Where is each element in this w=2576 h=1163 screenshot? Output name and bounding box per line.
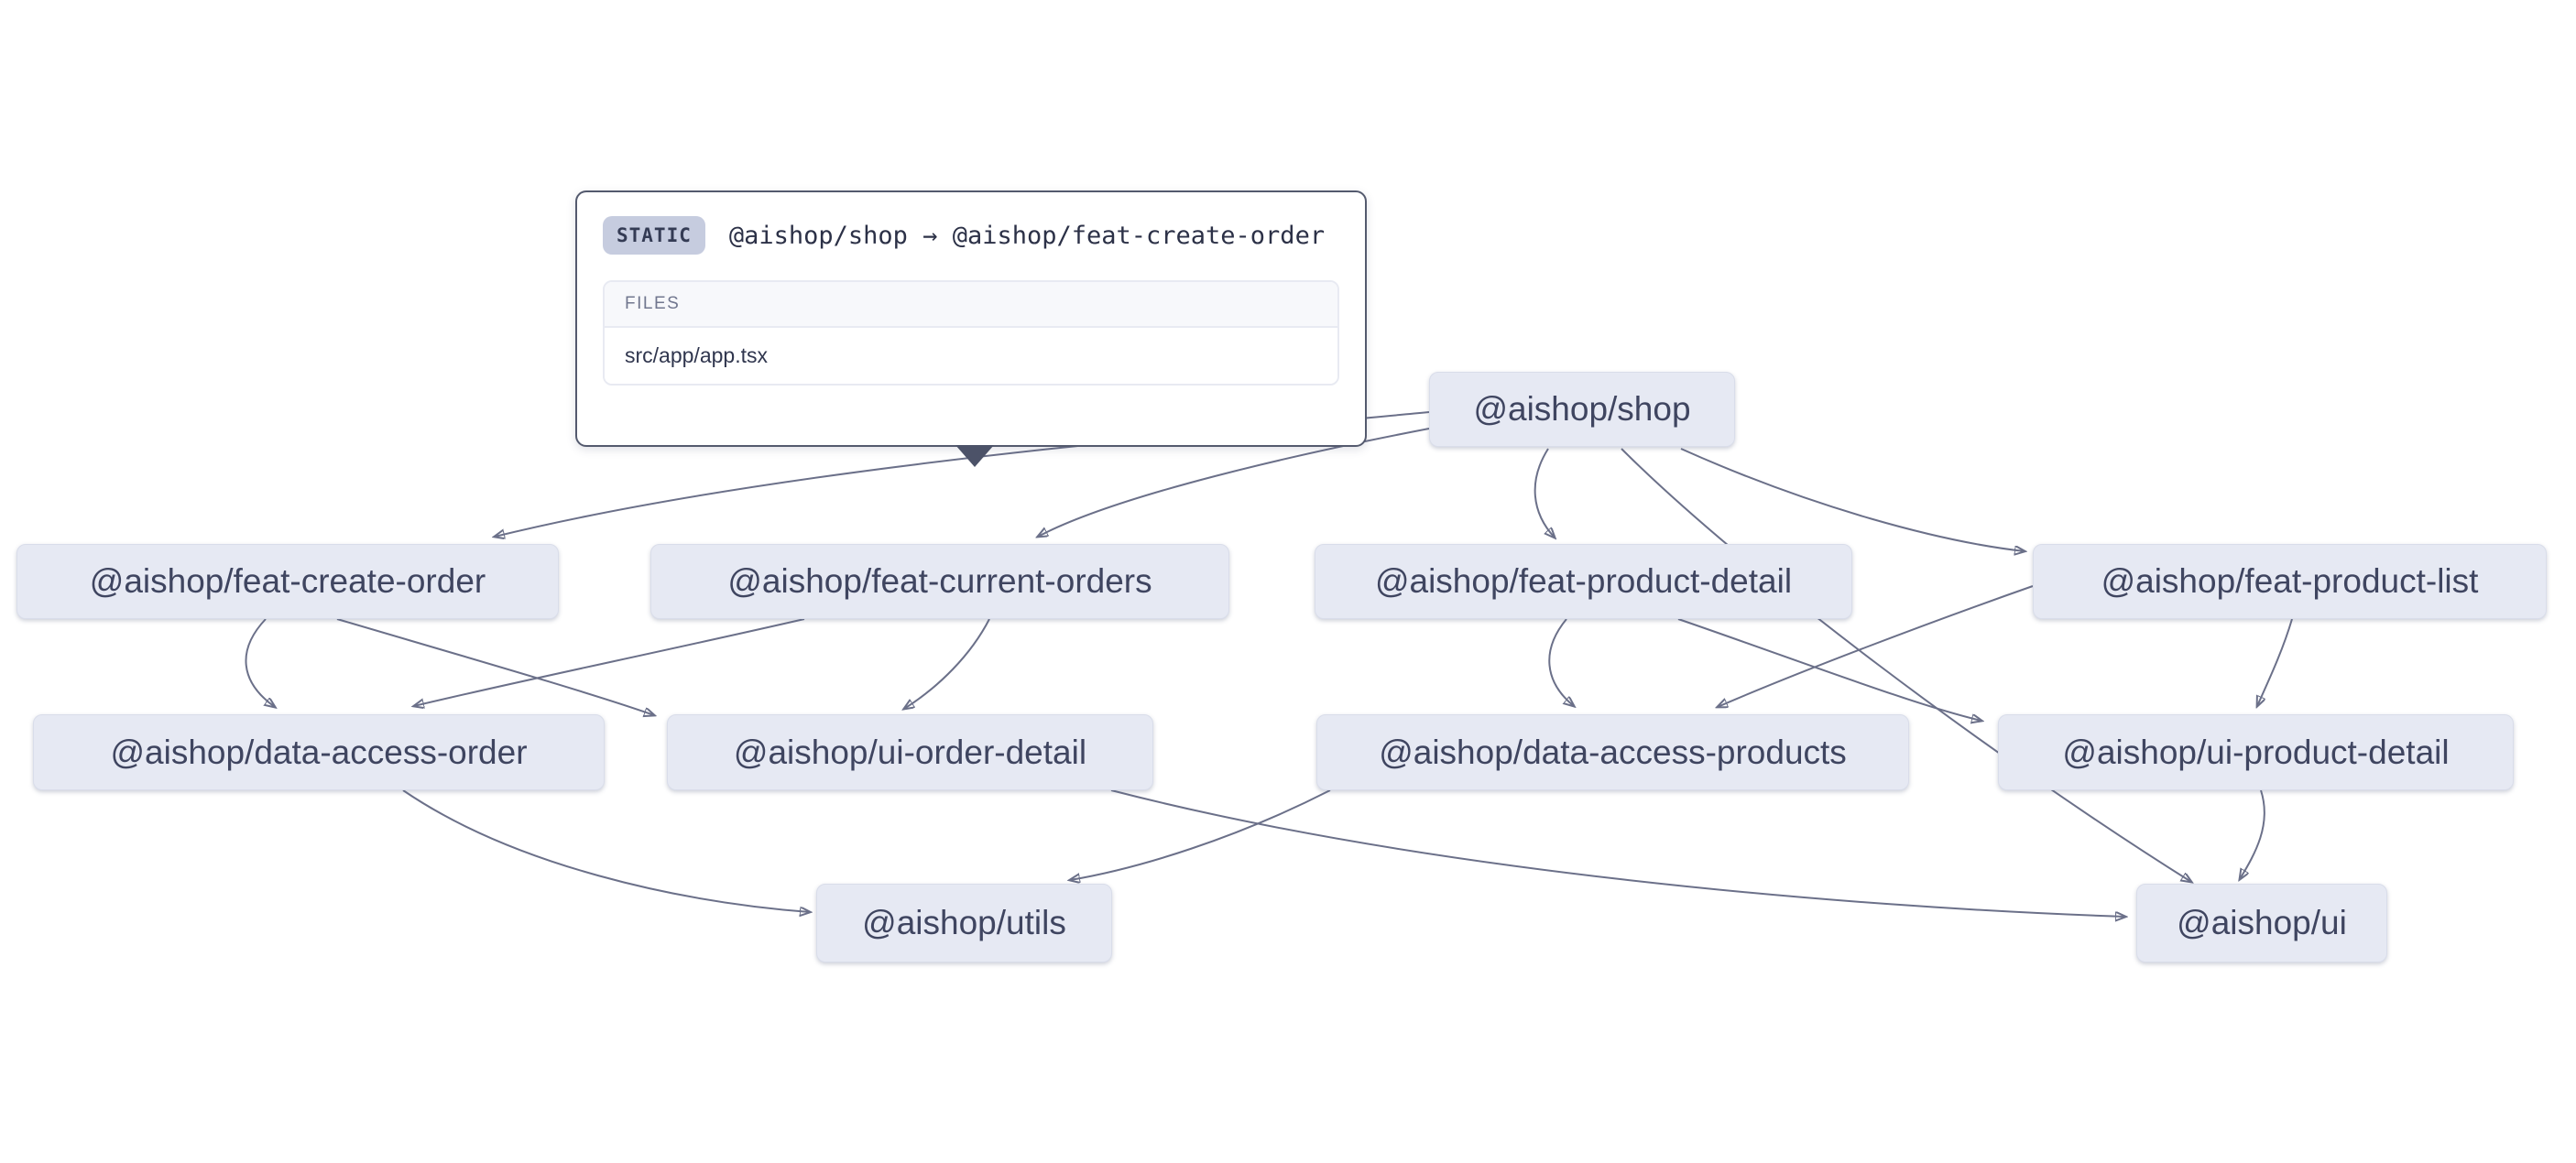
node-aishop-feat-product-list[interactable]: @aishop/feat-product-list bbox=[2033, 544, 2547, 619]
node-aishop-shop[interactable]: @aishop/shop bbox=[1429, 372, 1735, 447]
node-aishop-data-access-order[interactable]: @aishop/data-access-order bbox=[33, 714, 605, 790]
edge-data-access-order-to-utils[interactable] bbox=[402, 789, 810, 912]
files-header: FILES bbox=[605, 282, 1337, 328]
node-aishop-feat-create-order[interactable]: @aishop/feat-create-order bbox=[16, 544, 559, 619]
node-aishop-utils[interactable]: @aishop/utils bbox=[816, 884, 1112, 962]
node-aishop-ui[interactable]: @aishop/ui bbox=[2136, 884, 2387, 962]
edge-shop-to-feat-product-list[interactable] bbox=[1680, 448, 2025, 551]
tooltip-titlebar: STATIC @aishop/shop → @aishop/feat-creat… bbox=[603, 216, 1339, 255]
edge-tooltip: STATIC @aishop/shop → @aishop/feat-creat… bbox=[575, 190, 1367, 447]
dependency-type-badge: STATIC bbox=[603, 216, 705, 255]
node-aishop-feat-product-detail[interactable]: @aishop/feat-product-detail bbox=[1315, 544, 1852, 619]
edge-shop-to-feat-product-detail[interactable] bbox=[1534, 448, 1555, 538]
edge-feat-current-orders-to-ui-order-detail[interactable] bbox=[904, 618, 990, 709]
tooltip-pointer-icon bbox=[955, 445, 994, 467]
files-box: FILES src/app/app.tsx bbox=[603, 280, 1339, 386]
node-aishop-feat-current-orders[interactable]: @aishop/feat-current-orders bbox=[650, 544, 1229, 619]
dependency-label: @aishop/shop → @aishop/feat-create-order bbox=[728, 221, 1326, 250]
edge-feat-product-list-to-data-access-products[interactable] bbox=[1718, 585, 2034, 707]
node-aishop-ui-order-detail[interactable]: @aishop/ui-order-detail bbox=[667, 714, 1153, 790]
edge-feat-create-order-to-ui-order-detail[interactable] bbox=[336, 618, 654, 715]
edge-feat-product-detail-to-data-access-products[interactable] bbox=[1548, 618, 1574, 706]
edge-feat-create-order-to-data-access-order[interactable] bbox=[245, 618, 275, 707]
edge-ui-order-detail-to-ui[interactable] bbox=[1110, 789, 2125, 917]
edge-shop-to-feat-current-orders[interactable] bbox=[1038, 428, 1430, 537]
edge-feat-product-detail-to-ui-product-detail[interactable] bbox=[1677, 618, 1981, 721]
edge-shop-to-ui[interactable] bbox=[1621, 448, 2191, 882]
node-aishop-ui-product-detail[interactable]: @aishop/ui-product-detail bbox=[1998, 714, 2514, 790]
edge-ui-product-detail-to-ui[interactable] bbox=[2240, 789, 2265, 879]
file-row: src/app/app.tsx bbox=[605, 328, 1337, 384]
edge-data-access-products-to-utils[interactable] bbox=[1070, 789, 1331, 880]
edge-feat-current-orders-to-data-access-order[interactable] bbox=[414, 618, 805, 706]
node-aishop-data-access-products[interactable]: @aishop/data-access-products bbox=[1316, 714, 1909, 790]
edge-feat-product-list-to-ui-product-detail[interactable] bbox=[2257, 618, 2293, 706]
